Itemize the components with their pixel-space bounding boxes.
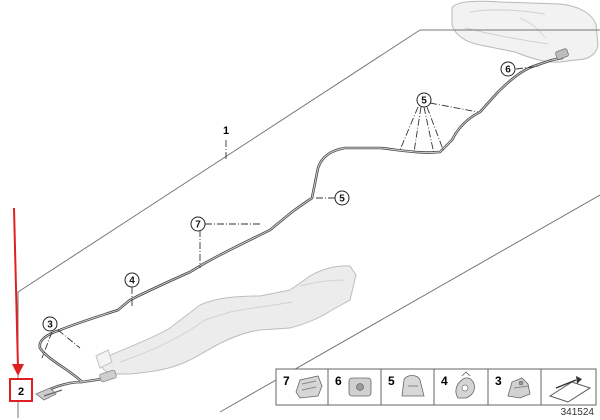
fuel-line [35,48,569,401]
fuel-tank [451,0,599,63]
callout-4: 4 [124,272,140,288]
legend-strip: 7 6 5 4 [275,368,597,406]
legend-item-6: 6 [335,374,372,397]
callout-3-label: 3 [47,320,53,331]
clip-holder-icon [295,375,323,399]
assembly-label: 1 [223,125,229,137]
rubber-mount-icon [348,377,372,397]
legend-item-6-number: 6 [335,374,342,388]
callout-6: 6 [500,61,516,77]
callout-3: 3 [42,316,58,332]
callout-7: 7 [190,216,206,232]
legend-item-7-number: 7 [283,374,290,388]
hint-arrow-icon [548,376,592,403]
legend-item-3: 3 [495,374,531,399]
highlight-arrow [12,207,24,376]
highlighted-part-label: 2 [18,386,24,398]
heat-shield [95,265,357,375]
legend-item-3-number: 3 [495,374,502,388]
legend-item-5-number: 5 [388,374,395,388]
callout-7-label: 7 [195,220,201,231]
legend-item-4: 4 [441,371,475,399]
legend-item-hint [548,376,592,403]
callout-5-mid-label: 5 [339,194,345,205]
bracket-clip-icon [507,377,531,399]
leader-lines [41,65,541,359]
callout-5-top-label: 5 [421,96,427,107]
line-clip-icon [401,375,425,397]
hose-clip-icon [455,371,475,399]
highlighted-part-marker: 2 [9,378,33,402]
legend-item-7: 7 [283,374,323,399]
callout-5-mid: 5 [334,190,350,206]
callout-6-label: 6 [505,65,511,76]
diagram-id: 341524 [561,407,595,418]
legend-item-5: 5 [388,374,425,397]
legend-item-4-number: 4 [441,374,448,388]
callout-4-label: 4 [129,276,135,287]
callout-5-top: 5 [416,92,432,108]
